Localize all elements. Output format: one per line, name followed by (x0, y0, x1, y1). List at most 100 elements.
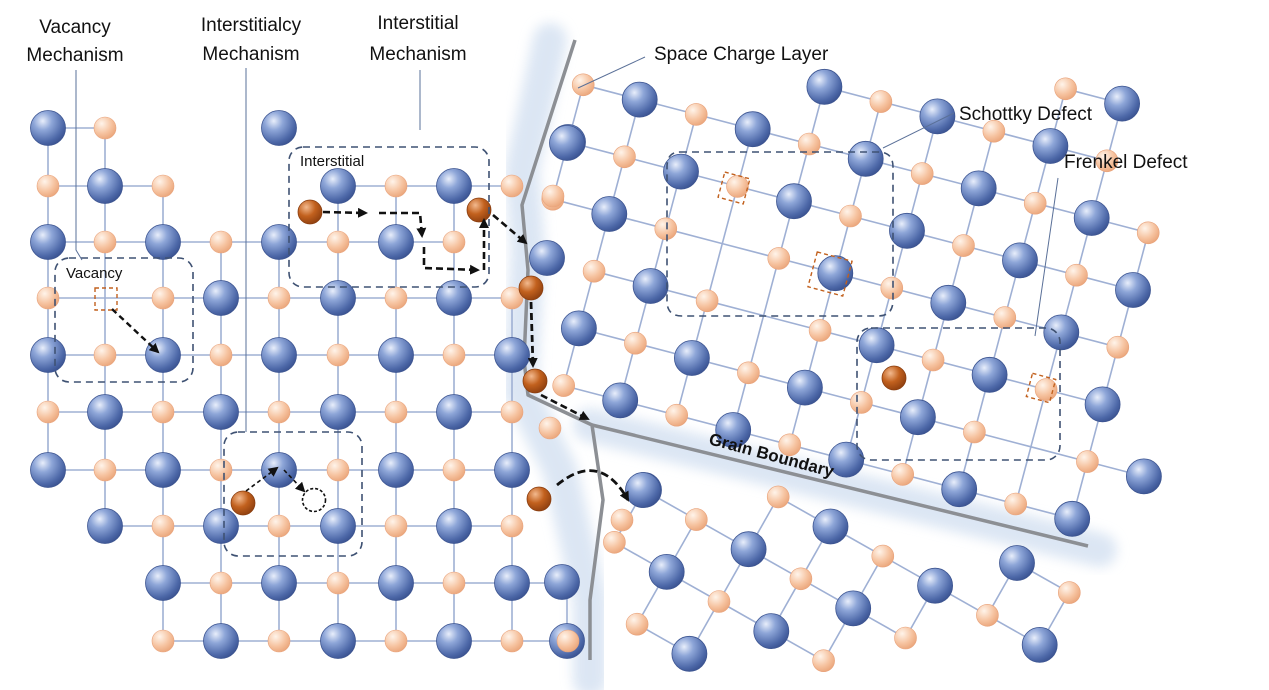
cation-atom (663, 153, 699, 190)
anion-atom (151, 400, 175, 424)
interstitial-jump-arrow (322, 207, 368, 218)
anion-atom (982, 119, 1006, 143)
vacancy-jump-arrow (111, 308, 160, 354)
anion-atom (442, 230, 466, 254)
anion-atom (812, 649, 835, 673)
interstitial-box-label: Interstitial (300, 153, 364, 170)
cation-atom (145, 337, 181, 373)
cation-atom (674, 340, 710, 376)
cation-atom (999, 545, 1035, 581)
anion-atom (151, 286, 175, 310)
cation-atom (1021, 627, 1058, 663)
cation-atom (436, 280, 472, 316)
anion-atom (880, 276, 904, 300)
cation-atom (787, 369, 823, 406)
anion-atom (625, 612, 649, 636)
anion-atom (952, 234, 975, 257)
interstitial-mechanism-label-line1: Interstitial (377, 13, 458, 34)
interstitialcy-defect-box (223, 431, 363, 557)
cation-atom (87, 508, 123, 544)
cation-atom (1104, 85, 1140, 122)
cation-atom (917, 567, 953, 604)
anion-atom (151, 629, 175, 653)
interstitial-mechanism-label-line2: Mechanism (369, 44, 466, 65)
anion-atom (1136, 221, 1160, 245)
cation-atom (1126, 458, 1162, 495)
anion-atom (839, 204, 862, 228)
anion-atom (267, 629, 291, 653)
cation-atom (549, 125, 585, 161)
anion-atom (767, 247, 791, 270)
cation-atom (378, 452, 414, 488)
cation-atom (1043, 314, 1080, 351)
anion-atom (93, 343, 117, 367)
anion-atom (209, 343, 233, 367)
interstitial-jump-arrow (422, 247, 480, 275)
anion-atom (326, 230, 350, 254)
migration-arrows (111, 207, 630, 502)
cation-atom (30, 452, 66, 488)
vacancy-mechanism-label-line2: Mechanism (26, 45, 123, 66)
anion-atom (36, 400, 60, 424)
anion-atom (993, 306, 1017, 329)
cation-atom (776, 183, 812, 220)
anion-atom (613, 145, 636, 169)
cation-atom (900, 399, 936, 436)
boundary-lines (520, 39, 1089, 660)
anion-atom (871, 544, 895, 568)
anion-atom (1095, 149, 1119, 173)
cation-atom (378, 337, 414, 373)
cation-atom (730, 531, 767, 568)
cation-atom (203, 508, 239, 544)
anion-atom (707, 590, 731, 613)
cation-atom (320, 394, 356, 430)
anion-atom (442, 343, 466, 367)
interstitial-defect-box (288, 146, 490, 288)
anion-atom (93, 116, 117, 140)
anion-atom (384, 629, 408, 653)
cation-atom (203, 280, 239, 316)
interstitial-jump-arrow (492, 214, 528, 245)
anion-atom (808, 319, 832, 342)
anion-atom (1106, 335, 1130, 359)
anion-atom (151, 174, 175, 198)
anion-atom (778, 433, 802, 457)
anion-atom (665, 403, 689, 427)
cation-atom (930, 284, 967, 321)
cation-atom (261, 565, 297, 601)
anion-atom (552, 374, 576, 397)
schottky-defect-leader (882, 112, 955, 149)
cation-atom (847, 140, 884, 177)
anion-atom (684, 103, 708, 126)
cation-atom (436, 508, 472, 544)
anion-atom (267, 514, 291, 538)
interstitial-ion (297, 199, 323, 225)
cation-atom (1084, 386, 1121, 423)
boundary-migration-arrow (540, 393, 590, 421)
schottky-defect-label: Schottky Defect (959, 104, 1093, 125)
anion-atom (384, 286, 408, 310)
anion-atom (921, 348, 945, 372)
cation-atom (30, 110, 66, 146)
cation-atom (591, 196, 628, 232)
anion-atom (93, 230, 117, 254)
cation-atom (835, 590, 872, 627)
cation-atom (261, 110, 297, 146)
anion-atom (209, 230, 233, 254)
anion-atom (766, 485, 790, 509)
anion-atom (384, 174, 408, 198)
anion-atom (326, 571, 350, 595)
interstitial-ion (526, 486, 552, 512)
cation-atom (817, 255, 854, 292)
interstitial-jump-arrow (379, 211, 427, 238)
anion-atom (654, 217, 678, 241)
interstitial-ion (522, 368, 548, 394)
anion-atom (1023, 191, 1047, 215)
cation-atom (1115, 272, 1151, 308)
cation-atom (715, 412, 752, 448)
anion-atom (1058, 581, 1081, 604)
anion-atom (538, 416, 562, 440)
cation-atom (378, 565, 414, 601)
anion-atom (624, 331, 647, 355)
anion-atom (326, 343, 350, 367)
